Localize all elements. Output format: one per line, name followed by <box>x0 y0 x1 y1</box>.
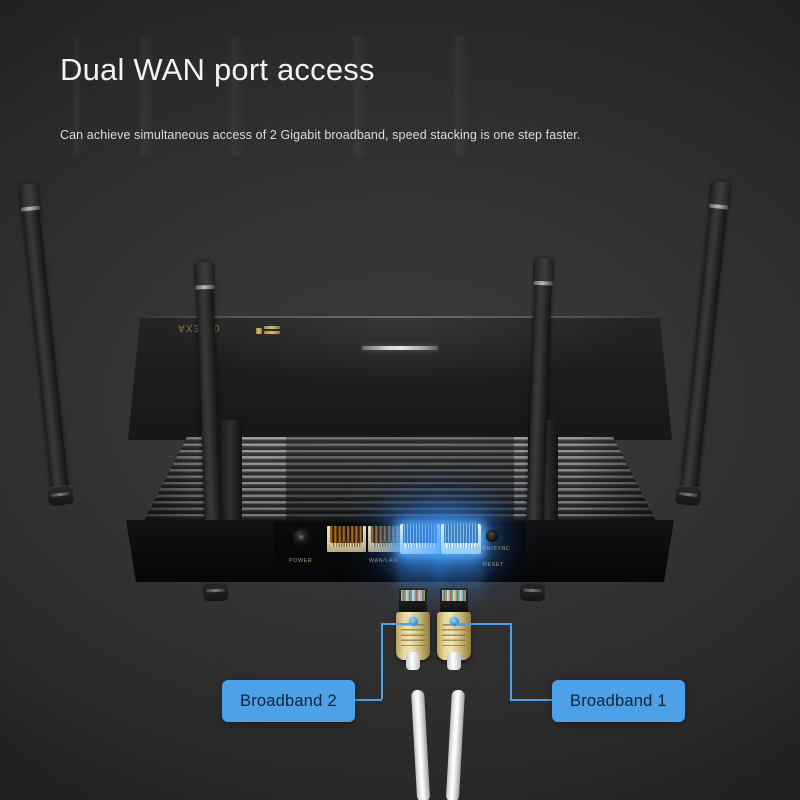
status-led-strip <box>362 346 438 350</box>
antenna-blade <box>19 182 69 495</box>
antenna-far-right <box>674 180 732 507</box>
antenna-band <box>195 284 215 290</box>
page-subtitle: Can achieve simultaneous access of 2 Gig… <box>60 128 581 142</box>
chassis-top-panel <box>128 318 672 440</box>
reset-label: RESET <box>483 562 504 568</box>
wan-port-2[interactable] <box>441 524 481 554</box>
wan-port-1[interactable] <box>400 524 440 554</box>
page-title: Dual WAN port access <box>60 52 375 87</box>
connector-indicator <box>450 617 459 626</box>
lan-port-1[interactable] <box>327 526 366 552</box>
connector-strain-relief <box>447 652 461 670</box>
callout-broadband-2[interactable]: Broadband 2 <box>222 680 355 722</box>
antenna-far-left <box>17 182 75 507</box>
connector-strain-relief <box>406 652 420 670</box>
power-label: POWER <box>289 558 313 564</box>
wan-lan-label: WAN/LAN <box>369 558 398 564</box>
leader-line-1-horizontal-top <box>456 623 511 625</box>
ethernet-connector-1 <box>437 588 471 670</box>
leader-line-2-horizontal-bottom <box>332 699 382 701</box>
brand-logo-icon <box>256 325 280 336</box>
antenna-blade <box>680 180 730 495</box>
connector-indicator <box>409 617 418 626</box>
antenna-band <box>533 280 553 286</box>
antenna-hinge <box>674 484 702 507</box>
leader-line-2-horizontal-top <box>381 623 413 625</box>
antenna-hinge <box>47 484 75 507</box>
antenna-hinge <box>202 581 229 602</box>
mesh-sync-button[interactable] <box>486 530 498 542</box>
leader-line-1-vertical-near <box>510 623 512 699</box>
mesh-sync-label: MESH/SYNC <box>473 546 511 552</box>
ethernet-connector-2 <box>396 588 430 670</box>
callout-broadband-1[interactable]: Broadband 1 <box>552 680 685 722</box>
leader-line-2-vertical-near <box>381 623 383 699</box>
chassis-top-edge <box>140 316 660 319</box>
connector-contacts <box>401 590 425 601</box>
callout-broadband-1-label: Broadband 1 <box>570 691 667 710</box>
antenna-hinge <box>519 581 546 602</box>
leader-line-1-horizontal-bottom <box>510 699 554 701</box>
power-jack[interactable] <box>293 529 310 546</box>
connector-contacts <box>442 590 466 601</box>
callout-broadband-2-label: Broadband 2 <box>240 691 337 710</box>
